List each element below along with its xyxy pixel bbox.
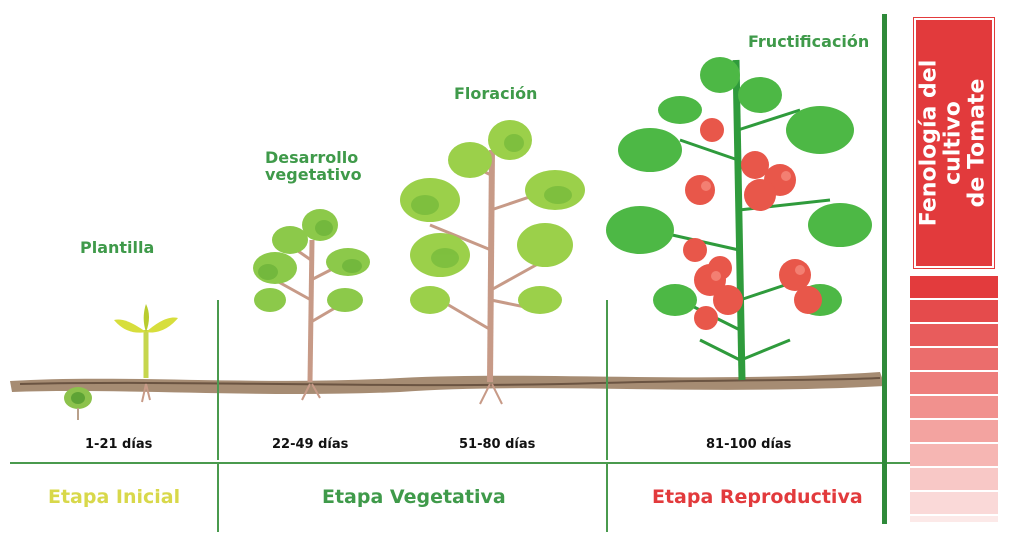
- stage-label-plantilla: Plantilla: [80, 240, 154, 257]
- days-fructificacion: 81-100 días: [706, 437, 791, 452]
- title-sidebar: Fenología del cultivo de Tomate: [910, 14, 998, 522]
- stage-label-fructificacion: Fructificación: [748, 34, 869, 51]
- gradient-stripe-2: [910, 300, 998, 322]
- gradient-stripe-5: [910, 372, 998, 394]
- phase-reproductiva: Etapa Reproductiva: [652, 486, 863, 508]
- gradient-stripe-11: [910, 516, 998, 522]
- sidebar-title-line2: de Tomate: [966, 23, 990, 263]
- gradient-stripe-6: [910, 396, 998, 418]
- footer-line: [10, 462, 910, 464]
- gradient-stripe-8: [910, 444, 998, 466]
- stage-label-desarrollo: Desarrollo vegetativo: [265, 150, 362, 184]
- gradient-stripe-3: [910, 324, 998, 346]
- seed-icon: [64, 387, 92, 420]
- divider-1: [217, 300, 219, 460]
- stage-label-floracion: Floración: [454, 86, 537, 103]
- gradient-stripe-4: [910, 348, 998, 370]
- days-desarrollo: 22-49 días: [272, 437, 348, 452]
- right-divider: [882, 14, 887, 524]
- phase-inicial: Etapa Inicial: [48, 486, 180, 508]
- days-floracion: 51-80 días: [459, 437, 535, 452]
- flowering-plant-icon: [400, 120, 585, 404]
- sidebar-title: Fenología del cultivo de Tomate: [918, 23, 991, 263]
- gradient-stripe-10: [910, 492, 998, 514]
- gradient-stripe-1: [910, 276, 998, 298]
- vegetative-plant-icon: [253, 209, 370, 400]
- divider-2: [606, 300, 608, 460]
- title-box: Fenología del cultivo de Tomate: [910, 14, 998, 272]
- gradient-stripe-7: [910, 420, 998, 442]
- sidebar-title-line1: Fenología del cultivo: [918, 23, 966, 263]
- stage-label-desarrollo-line2: vegetativo: [265, 167, 362, 184]
- gradient-stripe-9: [910, 468, 998, 490]
- days-plantilla: 1-21 días: [85, 437, 152, 452]
- phase-vegetativa: Etapa Vegetativa: [322, 486, 506, 508]
- fruiting-plant-icon: [606, 57, 872, 380]
